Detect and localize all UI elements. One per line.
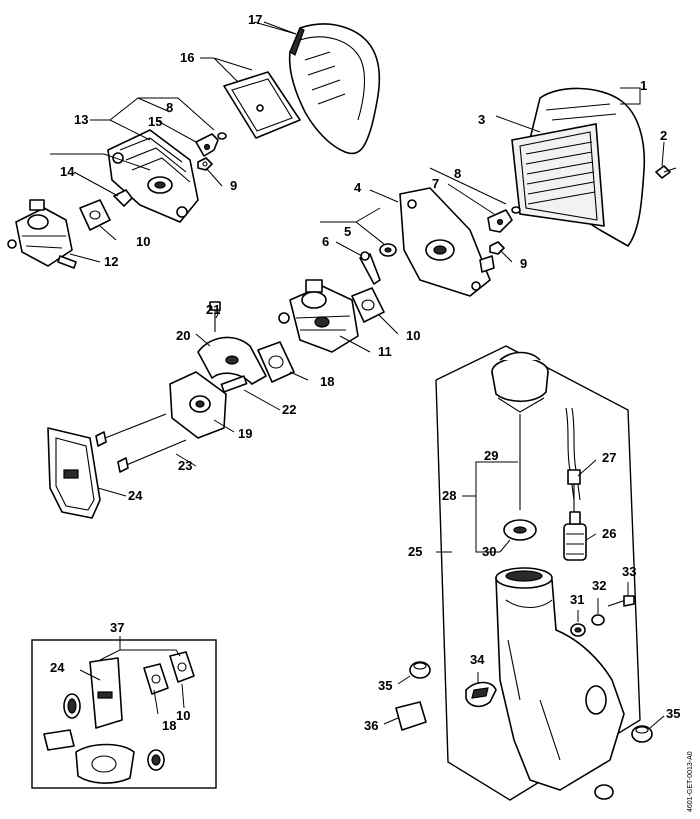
- heat-shield-part: [197, 336, 267, 385]
- buffer-bottom-part: [594, 784, 614, 800]
- grommet-small-part: [570, 623, 586, 637]
- callout-9: 9: [230, 178, 237, 193]
- screw-part: [655, 165, 677, 179]
- buffer-right-part: [631, 725, 653, 743]
- grommet-part: [379, 243, 397, 257]
- callout-21: 21: [206, 302, 220, 317]
- long-bolt-part: [95, 413, 187, 473]
- callout-10c: 10: [176, 708, 190, 723]
- insulator-gasket-part: [257, 341, 295, 383]
- callout-31: 31: [570, 592, 584, 607]
- callout-12: 12: [104, 254, 118, 269]
- bushing-part: [591, 614, 605, 626]
- fuel-hose-part: [565, 407, 581, 514]
- callout-22: 22: [282, 402, 296, 417]
- callout-15: 15: [148, 114, 162, 129]
- callout-36: 36: [364, 718, 378, 733]
- callout-4: 4: [354, 180, 362, 195]
- sleeve-part: [220, 375, 248, 393]
- leader-lines: [50, 21, 665, 729]
- callout-26: 26: [602, 526, 616, 541]
- callout-3: 3: [478, 112, 485, 127]
- callout-24: 24: [128, 488, 143, 503]
- gasket-center-part: [351, 287, 385, 323]
- callout-33: 33: [622, 564, 636, 579]
- callout-13: 13: [74, 112, 88, 127]
- washer-part: [217, 132, 227, 140]
- intake-manifold-part: [169, 371, 227, 439]
- callout-23: 23: [178, 458, 192, 473]
- filter-base-part: [107, 129, 199, 223]
- callout-5: 5: [344, 224, 351, 239]
- fuel-tank-group-frame: [435, 345, 641, 801]
- callout-18b: 18: [162, 718, 176, 733]
- callout-9b: 9: [520, 256, 527, 271]
- label-part: [395, 701, 427, 731]
- carburetor-part: [7, 199, 77, 269]
- carburetor-base-part: [399, 187, 495, 297]
- callout-19: 19: [238, 426, 252, 441]
- shroud-cover-part: [288, 23, 381, 155]
- choke-lever-part: [195, 133, 219, 157]
- strap-part: [465, 681, 497, 708]
- callout-35: 35: [378, 678, 392, 693]
- callout-1: 1: [640, 78, 647, 93]
- callout-29: 29: [484, 448, 498, 463]
- callout-28: 28: [442, 488, 456, 503]
- lever-part: [113, 189, 133, 207]
- gasket-kit-frame: [31, 639, 217, 789]
- callout-34: 34: [470, 652, 485, 667]
- rear-filter-cover-part: [511, 87, 646, 247]
- choke-lever-right-part: [487, 209, 513, 233]
- callout-7: 7: [432, 176, 439, 191]
- air-filter-part: [223, 71, 301, 139]
- washer-right-part: [511, 206, 521, 214]
- callout-18: 18: [320, 374, 334, 389]
- gasket-plate-part: [47, 427, 101, 519]
- callout-10b: 10: [406, 328, 420, 343]
- callout-32: 32: [592, 578, 606, 593]
- callout-11: 11: [378, 344, 392, 359]
- callout-8b: 8: [454, 166, 461, 181]
- callout-6: 6: [322, 234, 329, 249]
- carburetor-center-part: [278, 279, 359, 353]
- bolt-small-part: [209, 301, 221, 332]
- callout-20: 20: [176, 328, 190, 343]
- callout-labels: 17 16 13 8 15 14 9 10 12 1 3 2 4 8 7 5 6…: [50, 12, 680, 733]
- callout-2: 2: [660, 128, 667, 143]
- fuel-tank-part: [495, 567, 625, 791]
- callout-14: 14: [60, 164, 75, 179]
- tank-screw-part: [607, 595, 635, 607]
- buffer-part: [409, 661, 431, 679]
- callout-24b: 24: [50, 660, 65, 675]
- callout-8: 8: [166, 100, 173, 115]
- callout-37: 37: [110, 620, 124, 635]
- callout-16: 16: [180, 50, 194, 65]
- gasket-part: [79, 199, 111, 231]
- callout-17: 17: [248, 12, 262, 27]
- kit-contents: [43, 651, 195, 784]
- fuel-filter-part: [563, 511, 587, 561]
- callout-10: 10: [136, 234, 150, 249]
- callout-35b: 35: [666, 706, 680, 721]
- nut-part: [197, 157, 213, 171]
- callout-27: 27: [602, 450, 616, 465]
- retainer-part: [503, 519, 537, 541]
- drawing-reference: 4601-GET-0013-A0: [687, 751, 694, 812]
- callout-30: 30: [482, 544, 496, 559]
- fuel-cap-part: [491, 351, 549, 413]
- callout-25: 25: [408, 544, 422, 559]
- pin-part: [359, 251, 381, 285]
